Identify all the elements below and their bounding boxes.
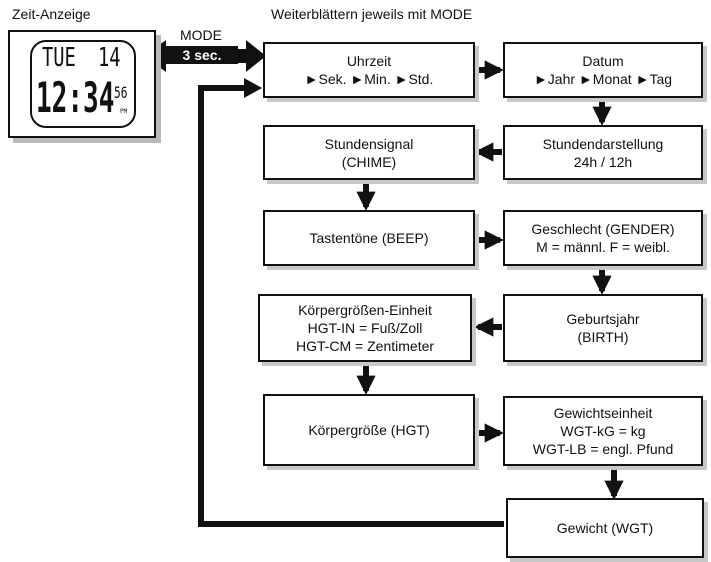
lcd-date: 14: [98, 43, 121, 73]
step-geschlecht: Geschlecht (GENDER) M = männl. F = weibl…: [503, 210, 703, 266]
step-uhrzeit-detail: ►Sek. ►Min. ►Std.: [304, 71, 434, 87]
header-note: Weiterblättern jeweils mit MODE: [271, 6, 473, 22]
step-einheit-option-cm: HGT-CM = Zentimeter: [295, 338, 435, 354]
return-loop-arrowhead: [244, 78, 262, 98]
step-stundendarstellung: Stundendarstellung 24h / 12h: [503, 125, 703, 180]
step-koerpergroessen-einheit: Körpergrößen-Einheit HGT-IN = Fuß/Zoll H…: [258, 294, 472, 362]
step-uhrzeit: Uhrzeit ►Sek. ►Min. ►Std.: [263, 42, 475, 98]
step-gewicht-title: Gewicht (WGT): [556, 520, 654, 536]
lcd-time: 12:34: [36, 73, 115, 122]
step-gewichtseinheit-title: Gewichtseinheit: [553, 405, 653, 421]
step-stundensignal: Stundensignal (CHIME): [263, 125, 475, 180]
lcd-day: TUE: [42, 43, 76, 73]
step-stundensignal-detail: (CHIME): [341, 153, 397, 170]
step-koerpergroesse-title: Körpergröße (HGT): [308, 422, 430, 438]
step-uhrzeit-title: Uhrzeit: [346, 53, 392, 69]
display-label: Zeit-Anzeige: [12, 6, 91, 22]
step-geschlecht-title: Geschlecht (GENDER): [531, 221, 675, 237]
step-geschlecht-detail: M = männl. F = weibl.: [536, 239, 670, 255]
mode-label: MODE: [180, 27, 222, 43]
lcd-seconds: 56: [114, 83, 128, 102]
step-gewichtseinheit-option-lb: WGT-LB = engl. Pfund: [532, 441, 674, 457]
step-geburtsjahr-detail: (BIRTH): [577, 329, 629, 345]
step-gewichtseinheit-option-kg: WGT-kG = kg: [560, 423, 646, 439]
step-gewichtseinheit: Gewichtseinheit WGT-kG = kg WGT-LB = eng…: [503, 396, 703, 466]
step-datum-title: Datum: [582, 53, 624, 69]
step-gewicht: Gewicht (WGT): [506, 498, 704, 558]
step-datum-detail: ►Jahr ►Monat ►Tag: [533, 71, 673, 87]
step-stundendarstellung-detail: 24h / 12h: [573, 153, 633, 170]
step-geburtsjahr-title: Geburtsjahr: [566, 311, 640, 327]
step-geburtsjahr: Geburtsjahr (BIRTH): [503, 294, 703, 362]
lcd-pm-mark: PM: [120, 108, 128, 115]
step-stundendarstellung-title: Stundendarstellung: [542, 135, 664, 152]
step-stundensignal-title: Stundensignal: [324, 135, 414, 152]
mode-duration-label: 3 sec.: [166, 46, 238, 64]
watch-lcd: TUE 14 12:34 56 PM: [30, 40, 136, 128]
step-datum: Datum ►Jahr ►Monat ►Tag: [503, 42, 703, 98]
return-loop-line: [198, 85, 504, 527]
step-tastentoene: Tastentöne (BEEP): [263, 210, 475, 266]
step-tastentoene-title: Tastentöne (BEEP): [309, 230, 429, 246]
step-einheit-option-in: HGT-IN = Fuß/Zoll: [307, 320, 423, 336]
step-koerpergroesse: Körpergröße (HGT): [263, 394, 475, 466]
step-einheit-title: Körpergrößen-Einheit: [298, 302, 432, 318]
watch-illustration: TUE 14 12:34 56 PM: [8, 30, 156, 138]
